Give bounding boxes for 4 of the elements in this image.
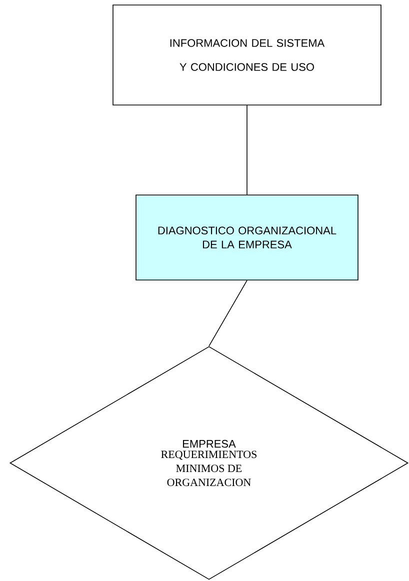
process-box: INFORMACION DEL SISTEMA Y CONDICIONES DE USO (112, 4, 382, 106)
connector-line (246, 105, 248, 195)
process-box: DIAGNOSTICO ORGANIZACIONAL DE LA EMPRESA (136, 194, 358, 280)
connector-line (208, 280, 248, 346)
